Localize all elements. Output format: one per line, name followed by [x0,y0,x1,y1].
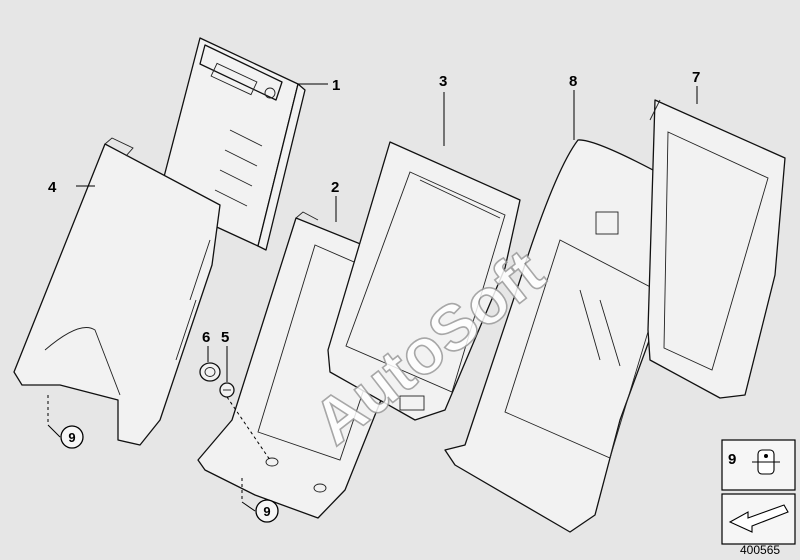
leader-lines [47,83,698,512]
callout-part-8: 8 [569,73,577,90]
arrow-icon [728,504,789,533]
callout-part-2: 2 [331,179,339,196]
part-7-rear-frame [647,99,786,399]
part-5-screw [219,382,235,398]
part-3-window-frame [327,141,521,421]
callout-part-9-bottom: 9 [255,499,279,523]
callout-part-3: 3 [439,73,447,90]
legend-part-9-label: 9 [728,451,736,468]
legend-direction-box [721,493,796,545]
svg-text:9: 9 [263,504,270,519]
callout-part-1: 1 [332,77,340,94]
part-6-plug [199,362,221,382]
callout-part-5: 5 [221,329,229,346]
clip-icon [752,449,780,475]
callout-part-7: 7 [692,69,700,86]
legend-part-9-box: 9 [721,439,796,491]
document-number: 400565 [740,543,780,557]
callout-part-9-left: 9 [60,425,84,449]
svg-text:9: 9 [68,430,75,445]
callout-part-4: 4 [48,179,57,196]
part-4-trim-panel [13,137,221,446]
callout-part-6: 6 [202,329,210,346]
